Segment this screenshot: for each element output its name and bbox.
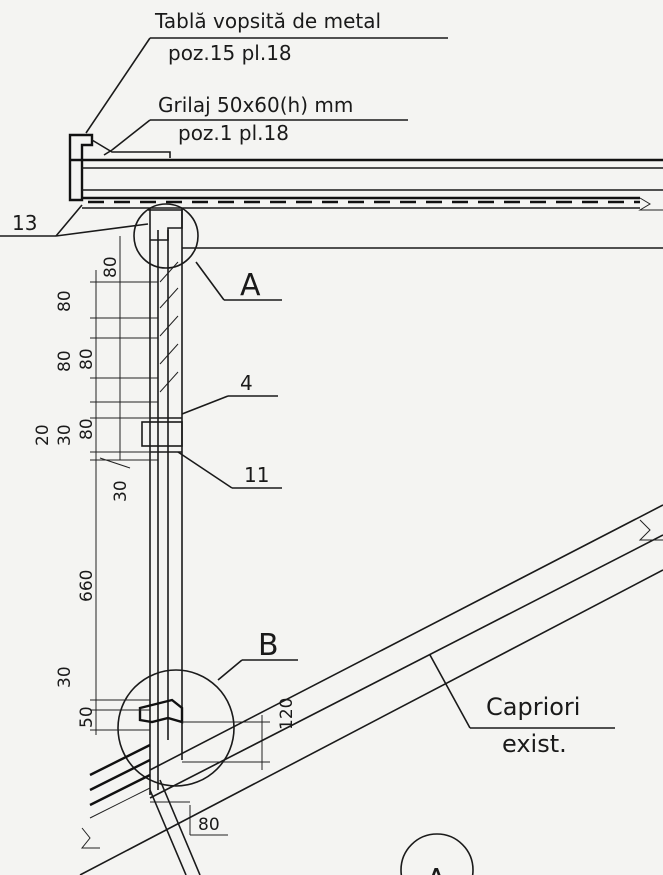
grille-label: Grilaj 50x60(h) mm	[158, 93, 353, 117]
detail-b-leader	[217, 659, 243, 681]
detail-a-circle	[133, 203, 199, 269]
dim-30-c: 30	[55, 666, 75, 688]
louvre-blade	[159, 315, 179, 337]
dim-80-bottom: 80	[198, 815, 220, 835]
dim-660: 660	[77, 570, 97, 602]
callout-4-leader	[181, 395, 229, 415]
louvre-blade	[159, 343, 179, 365]
dim-80-top-a: 80	[101, 256, 121, 278]
dim-80-mid-a: 80	[55, 350, 75, 372]
callout-11-leader	[177, 451, 233, 489]
callout-13: 13	[0, 204, 149, 237]
callout-13-label: 13	[12, 211, 37, 235]
rafters-label-line2: exist.	[502, 730, 567, 758]
grille-leader	[111, 119, 151, 151]
dim-120-group	[182, 715, 270, 770]
louvre-blade	[159, 371, 179, 393]
callout-11-label: 11	[244, 463, 269, 487]
lower-leader	[159, 779, 201, 875]
lower-leader-2	[149, 789, 187, 875]
detail-b-callout: B	[217, 628, 298, 681]
callout-13-leader-2	[55, 223, 149, 237]
roof-slope-line	[89, 773, 151, 807]
rafter-line-top	[149, 504, 663, 771]
rafters-label-line1: Capriori	[486, 693, 580, 721]
dim-80-low: 80	[77, 418, 97, 440]
top-frame-profile	[148, 209, 183, 241]
detail-a-label: A	[240, 268, 261, 303]
dim-80-top-b: 80	[55, 290, 75, 312]
section-a-marker: A	[400, 833, 474, 875]
break-mark-right	[638, 519, 663, 541]
louvre-blade	[159, 261, 179, 283]
dim-80-mid-b: 80	[77, 348, 97, 370]
callout-11: 11	[177, 451, 282, 489]
callout-4: 4	[181, 371, 278, 415]
callout-13-leader-1	[55, 204, 83, 237]
section-a-label: A	[426, 863, 447, 875]
dim-50: 50	[77, 706, 97, 728]
louvre-blade	[159, 287, 179, 309]
roof-sheet-label: Tablă vopsită de metal	[154, 9, 381, 33]
roof-slope-line	[89, 758, 151, 792]
rafters	[79, 504, 663, 875]
callout-4-label: 4	[240, 371, 253, 395]
section-a-circle	[400, 833, 474, 875]
rafters-leader	[429, 654, 471, 729]
detail-a-callout: A	[195, 261, 282, 303]
parapet-cap	[68, 133, 94, 202]
dim-120: 120	[277, 698, 297, 730]
roof-sheet-callout: Tablă vopsită de metal poz.15 pl.18	[85, 9, 448, 134]
sill-profile	[138, 698, 184, 724]
grille-callout: Grilaj 50x60(h) mm poz.1 pl.18	[103, 93, 408, 156]
break-mark-left	[80, 827, 100, 849]
roof-slope-line	[89, 743, 151, 777]
detail-b-circle	[117, 669, 235, 787]
detail-b-label: B	[258, 628, 279, 663]
dim-30-b: 30	[111, 480, 131, 502]
rafters-callout: Capriori exist.	[429, 654, 615, 758]
flashing	[91, 139, 171, 158]
roof-slope-line	[89, 787, 151, 819]
rafter-line-mid	[149, 534, 663, 799]
dim-ext-30	[99, 457, 131, 469]
dim-30-a: 30	[55, 424, 75, 446]
roof-sheet-leader	[85, 37, 151, 134]
roof-sheet-ref: poz.15 pl.18	[168, 41, 292, 65]
detail-a-leader	[195, 261, 225, 301]
window-frame	[138, 208, 184, 795]
roof-slab	[68, 133, 663, 249]
rafter-line-bottom	[79, 569, 663, 875]
transom-profile	[141, 421, 183, 447]
dimension-chain	[90, 236, 158, 735]
break-mark-top	[638, 197, 663, 211]
grille-ref: poz.1 pl.18	[178, 121, 289, 145]
dim-20: 20	[33, 424, 53, 446]
